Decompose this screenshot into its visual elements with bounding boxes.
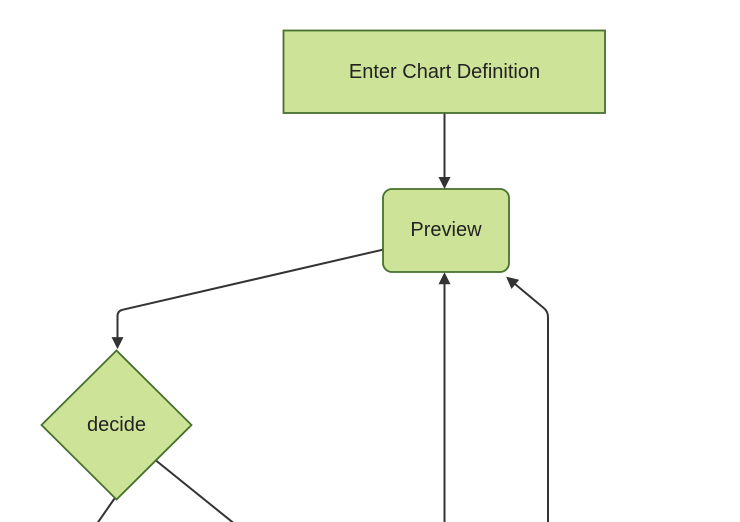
edge-decide-to-offscreen-right bbox=[150, 455, 234, 522]
node-enter-chart-definition-shape bbox=[282, 29, 606, 114]
node-preview-shape bbox=[382, 188, 510, 273]
node-layer bbox=[40, 29, 606, 501]
edge-preview-to-decide bbox=[111, 248, 384, 350]
edge-offscreen-to-preview-corner bbox=[506, 276, 549, 522]
node-decide-shape bbox=[40, 349, 193, 501]
edge-layer bbox=[96, 113, 549, 522]
edge-decide-to-offscreen-left bbox=[96, 497, 116, 522]
